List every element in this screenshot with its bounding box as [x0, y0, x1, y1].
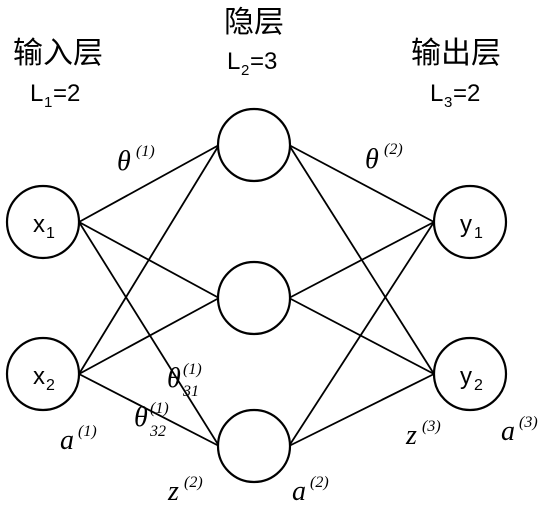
a3-base: a	[501, 416, 515, 447]
label-theta32: θ (1) 32	[134, 400, 169, 440]
edge-x2-h3	[78, 373, 220, 447]
a3-sup: (3)	[519, 414, 538, 431]
theta31-sup: (1)	[183, 361, 202, 378]
node-y1-sub: 1	[474, 225, 483, 242]
z2-base: z	[167, 476, 179, 507]
input-layer-title: 输入层	[13, 37, 103, 70]
input-layer-size-sub: 1	[44, 94, 52, 111]
node-x1-base: x	[33, 211, 45, 238]
input-layer-size-value: =2	[53, 80, 80, 107]
edges-input-hidden	[78, 144, 220, 447]
hidden-node-2	[216, 260, 292, 336]
z3-sup: (3)	[422, 418, 441, 435]
hidden-layer-size-base: L	[227, 48, 240, 75]
label-a1: a (1)	[60, 423, 97, 456]
edge-x2-h1	[78, 144, 220, 375]
theta32-base: θ	[134, 402, 148, 433]
theta1-base: θ	[117, 146, 131, 177]
a1-base: a	[60, 425, 74, 456]
hidden-layer-heading: 隐层 L 2 =3	[224, 6, 284, 79]
node-y1-base: y	[460, 211, 472, 238]
edge-x2-h2	[78, 297, 220, 375]
theta2-base: θ	[365, 144, 379, 175]
edges-hidden-output	[288, 144, 435, 447]
edge-h1-y1	[288, 144, 435, 223]
theta31-sub: 31	[182, 383, 199, 400]
hidden-node-3	[216, 408, 292, 484]
hidden-node-1	[216, 107, 292, 183]
node-x2: x 2	[5, 336, 81, 412]
label-z2: z (2)	[167, 474, 203, 507]
edge-h2-y1	[288, 221, 435, 299]
label-theta1: θ (1)	[117, 143, 155, 177]
z2-sup: (2)	[184, 474, 203, 491]
z3-base: z	[405, 420, 417, 451]
output-layer-title: 输出层	[411, 37, 501, 70]
edge-x1-h1	[78, 144, 220, 223]
input-layer-size-base: L	[30, 80, 43, 107]
node-y2-base: y	[460, 363, 472, 390]
theta1-sup: (1)	[136, 143, 155, 160]
node-y2: y 2	[432, 336, 508, 412]
label-a2: a (2)	[292, 474, 329, 507]
output-layer-size-value: =2	[453, 80, 480, 107]
theta2-sup: (2)	[384, 141, 403, 158]
hidden-layer-size-value: =3	[250, 48, 277, 75]
theta32-sup: (1)	[150, 400, 169, 417]
label-theta31: θ (1) 31	[167, 361, 202, 400]
node-x1: x 1	[5, 184, 81, 260]
label-z3: z (3)	[405, 418, 441, 451]
edge-h2-y2	[288, 297, 435, 375]
a1-sup: (1)	[78, 423, 97, 440]
hidden-layer-size-sub: 2	[241, 62, 249, 79]
node-x2-sub: 2	[46, 377, 55, 394]
hidden-layer-title: 隐层	[224, 6, 284, 39]
node-x2-base: x	[33, 363, 45, 390]
edge-h3-y1	[288, 221, 435, 447]
node-x1-sub: 1	[46, 225, 55, 242]
theta31-base: θ	[167, 363, 181, 394]
node-y2-sub: 2	[474, 377, 483, 394]
edge-h3-y2	[288, 373, 435, 447]
a2-sup: (2)	[310, 474, 329, 491]
output-layer-size-base: L	[430, 80, 443, 107]
node-y1: y 1	[432, 184, 508, 260]
output-layer-size-sub: 3	[444, 94, 452, 111]
output-layer-heading: 输出层 L 3 =2	[411, 37, 501, 111]
a2-base: a	[292, 476, 306, 507]
label-a3: a (3)	[501, 414, 538, 447]
input-layer-heading: 输入层 L 1 =2	[13, 37, 103, 111]
label-theta2: θ (2)	[365, 141, 403, 175]
edge-x1-h3	[78, 221, 220, 447]
theta32-sub: 32	[149, 423, 166, 440]
